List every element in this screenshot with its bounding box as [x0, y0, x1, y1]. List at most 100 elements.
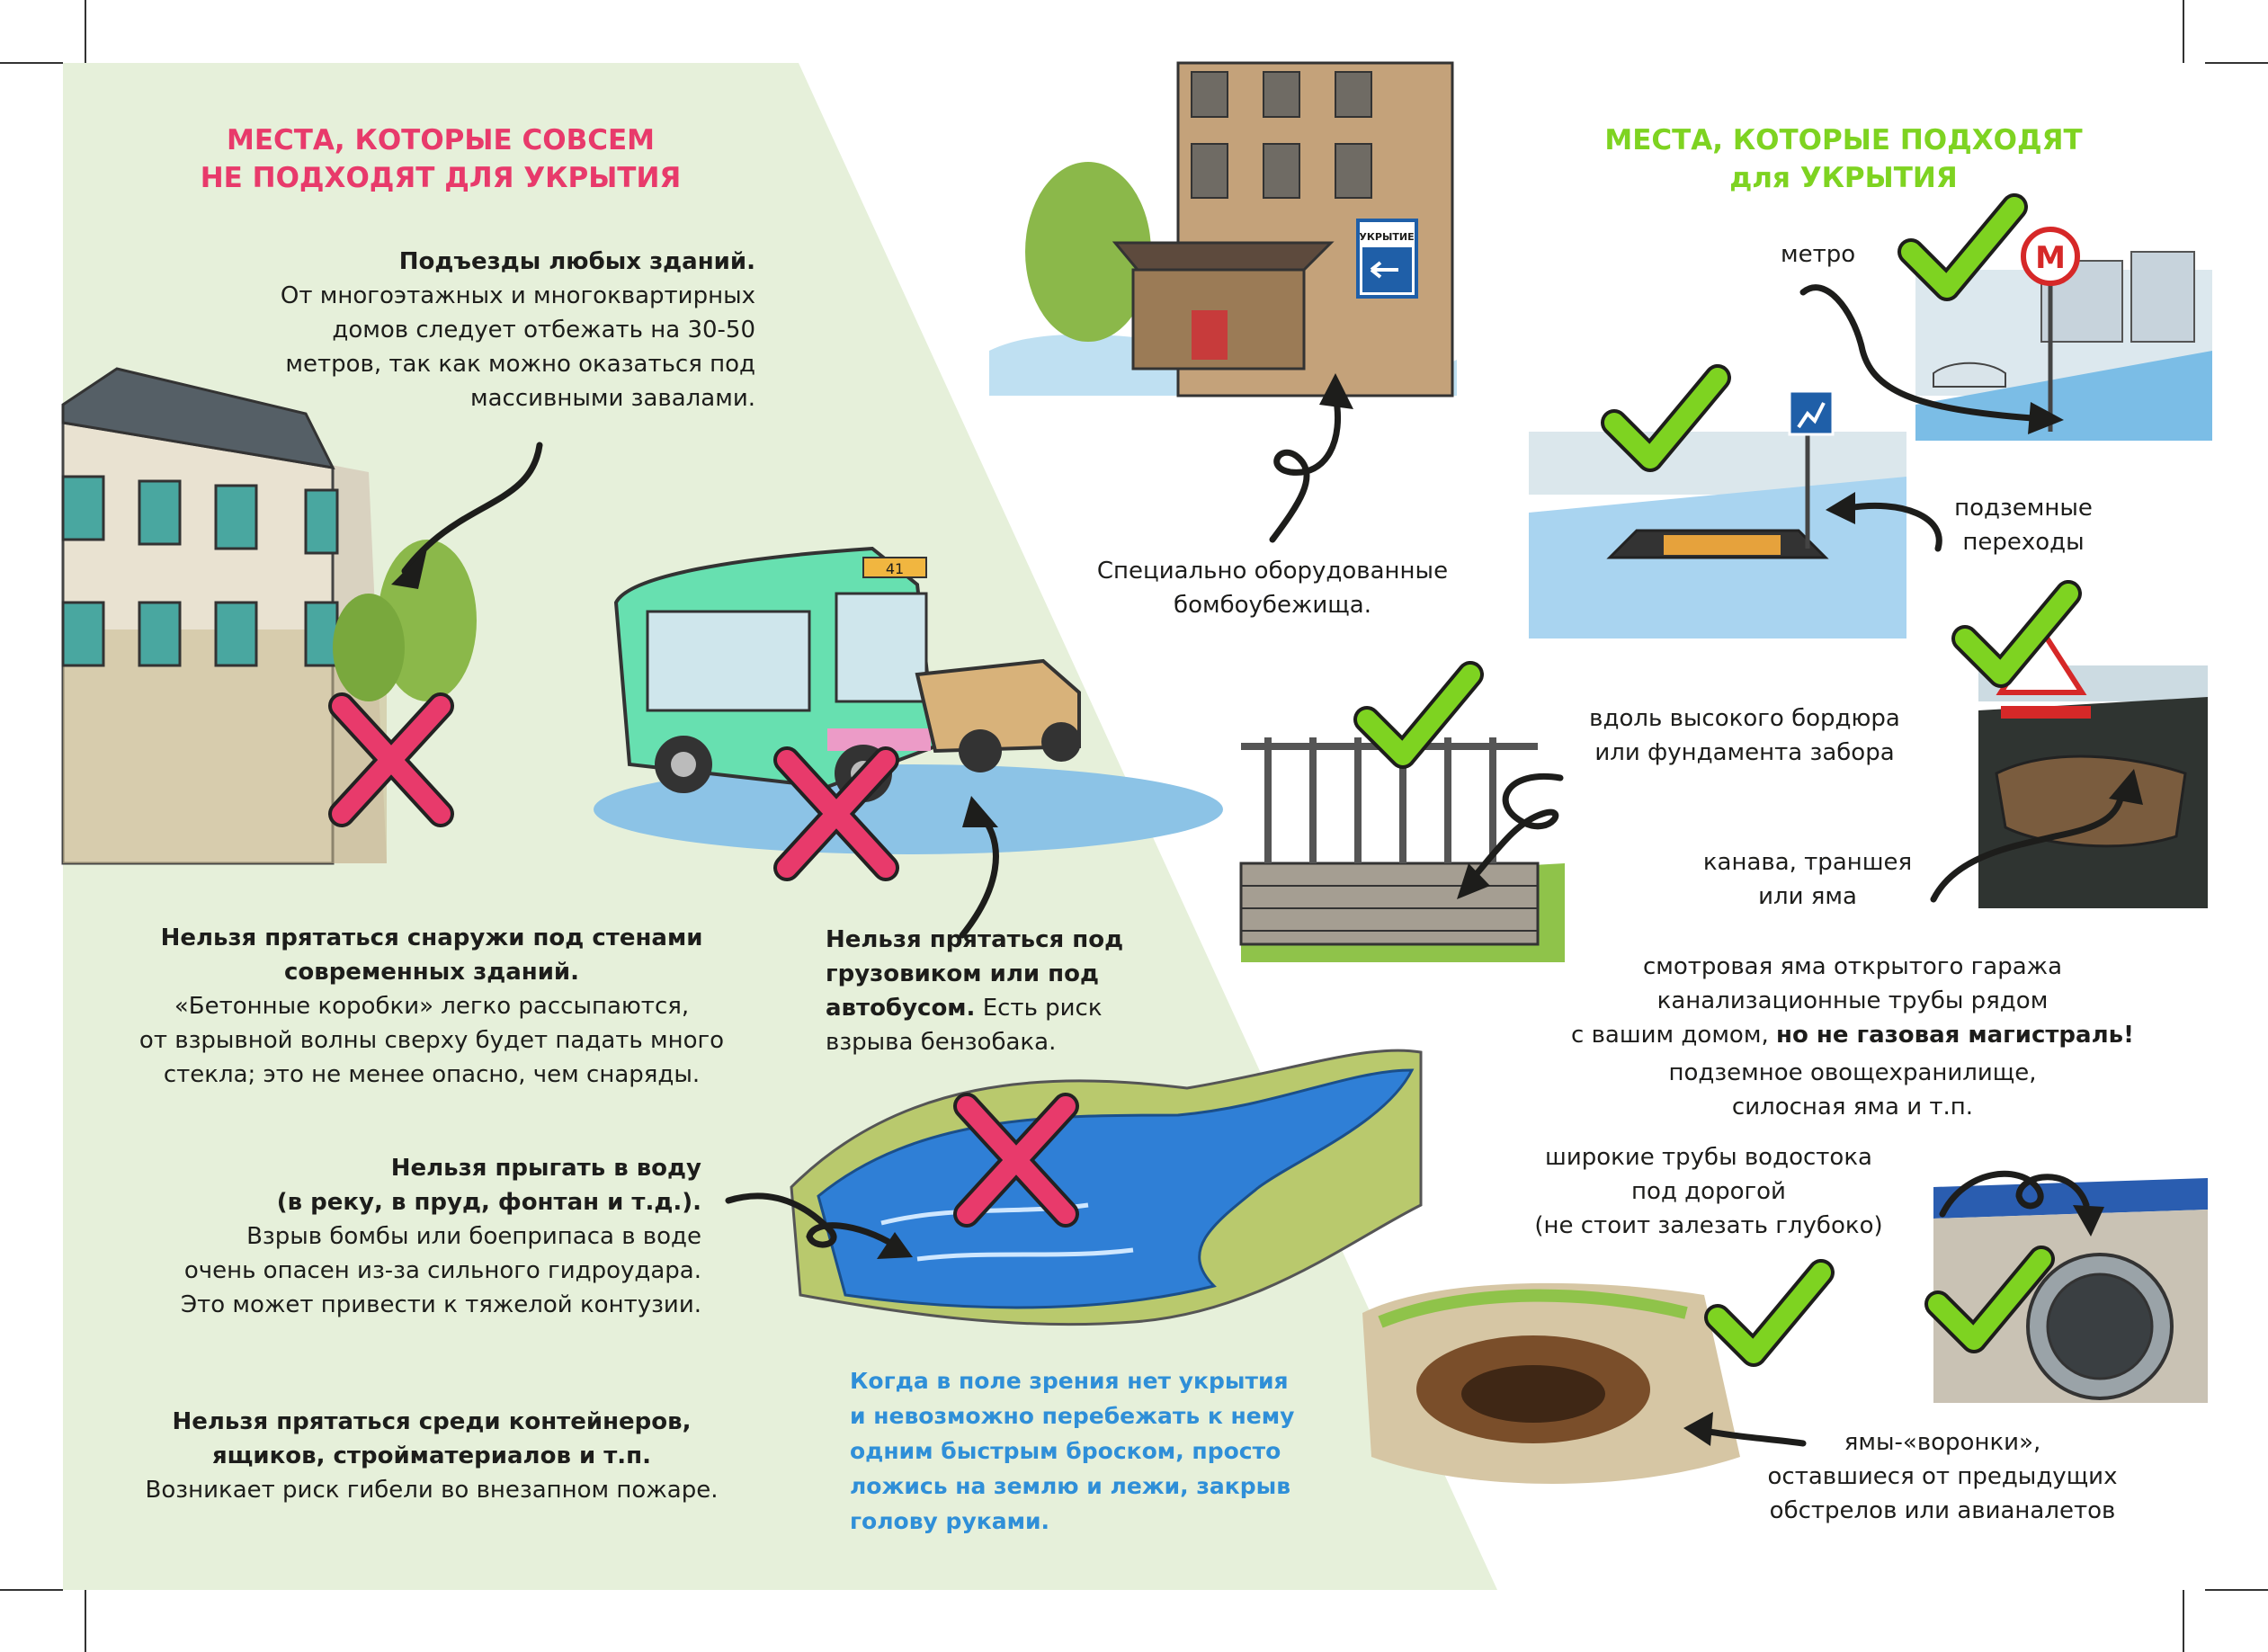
- curved-arrow-icon: [1930, 769, 2143, 903]
- right-title-line-1: МЕСТА, КОТОРЫЕ ПОДХОДЯТ: [1604, 124, 2083, 156]
- drain-pipe-illustration: [1933, 1178, 2208, 1403]
- water-line: очень опасен из-за сильного гидроудара.: [183, 1257, 701, 1284]
- cross-mark-icon: [953, 1093, 1079, 1228]
- curved-arrow-icon: [1457, 773, 1564, 899]
- metro-sign-letter: M: [2035, 240, 2066, 276]
- water-line: Взрыв бомбы или боеприпаса в воде: [246, 1223, 701, 1250]
- modern-building-illustration: [61, 367, 477, 865]
- garage-line: канализационные трубы рядом: [1656, 987, 2049, 1014]
- walls-heading: современных зданий.: [283, 959, 580, 986]
- curved-arrow-icon: [1683, 1412, 1807, 1447]
- water-heading: (в реку, в пруд, фонтан и т.д.).: [276, 1189, 701, 1216]
- pipes-caption: широкие трубы водостока под дорогой (не …: [1520, 1140, 1897, 1243]
- curved-arrow-icon: [725, 1192, 913, 1259]
- curb-line: вдоль высокого бордюра: [1589, 705, 1900, 732]
- walls-block: Нельзя прятаться снаружи под стенами сов…: [108, 921, 755, 1092]
- garage-line: смотровая яма открытого гаража: [1642, 953, 2063, 980]
- entrances-block: Подъезды любых зданий. От многоэтажных и…: [225, 245, 755, 415]
- water-block: Нельзя прыгать в воду (в реку, в пруд, ф…: [153, 1151, 701, 1322]
- left-title-line-1: МЕСТА, КОТОРЫЕ СОВСЕМ: [227, 124, 655, 156]
- walls-line: «Бетонные коробки» легко рассыпаются,: [174, 993, 690, 1020]
- craters-line: ямы-«воронки»,: [1844, 1429, 2041, 1456]
- left-section-title: МЕСТА, КОТОРЫЕ СОВСЕМ НЕ ПОДХОДЯТ ДЛЯ УК…: [162, 121, 719, 197]
- right-section-title: МЕСТА, КОТОРЫЕ ПОДХОДЯТ для УКРЫТИЯ: [1547, 121, 2140, 197]
- garage-line: подземное овощехранилище,: [1668, 1059, 2037, 1086]
- entrances-line: массивными завалами.: [469, 385, 755, 412]
- check-mark-icon: [1704, 1259, 1835, 1367]
- containers-heading: Нельзя прятаться среди контейнеров,: [172, 1408, 692, 1435]
- underpass-illustration: [1529, 389, 1906, 638]
- metro-label: метро: [1781, 241, 1856, 268]
- truck-line: взрыва бензобака.: [826, 1029, 1057, 1056]
- walls-line: стекла; это не менее опасно, чем снаряды…: [163, 1061, 701, 1088]
- truck-bold-part: автобусом.: [826, 995, 976, 1022]
- curved-arrow-icon: [1826, 492, 1942, 552]
- containers-heading: ящиков, стройматериалов и т.п.: [211, 1442, 652, 1469]
- shelter-line: бомбоубежища.: [1174, 592, 1371, 619]
- curb-caption: вдоль высокого бордюра или фундамента за…: [1583, 701, 1906, 770]
- garage-line: силосная яма и т.п.: [1731, 1094, 1974, 1121]
- craters-line: обстрелов или авианалетов: [1769, 1497, 2116, 1524]
- river-illustration: [790, 1049, 1423, 1326]
- pipes-line: широкие трубы водостока: [1545, 1144, 1872, 1171]
- shelter-line: Специально оборудованные: [1096, 558, 1449, 585]
- curved-arrow-icon: [1799, 284, 2064, 434]
- lie-down-note: Когда в поле зрения нет укрытия и невозм…: [850, 1363, 1353, 1539]
- truck-block: Нельзя прятаться под грузовиком или под …: [826, 923, 1203, 1059]
- entrances-line: домов следует отбежать на 30-50: [332, 317, 755, 344]
- garage-block: смотровая яма открытого гаража канализац…: [1529, 950, 2176, 1124]
- bomb-shelter-illustration: УКРЫТИЕ: [989, 61, 1457, 397]
- containers-block: Нельзя прятаться среди контейнеров, ящик…: [117, 1405, 746, 1507]
- check-mark-icon: [1353, 661, 1484, 769]
- check-mark-icon: [1897, 193, 2028, 301]
- crater-illustration: [1362, 1282, 1740, 1484]
- underpass-caption: подземные переходы: [1933, 491, 2113, 559]
- left-title-line-2: НЕ ПОДХОДЯТ ДЛЯ УКРЫТИЯ: [200, 162, 682, 194]
- garage-line: с вашим домом, но не газовая магистраль!: [1529, 1018, 2176, 1052]
- entrances-line: метров, так как можно оказаться под: [285, 351, 755, 378]
- fence-illustration: [1239, 737, 1565, 962]
- curb-line: или фундамента забора: [1594, 739, 1895, 766]
- cross-mark-icon: [328, 692, 454, 827]
- shelter-sign-label: УКРЫТИЕ: [1359, 231, 1414, 243]
- roadwork-ditch-illustration: [1978, 624, 2208, 908]
- craters-line: оставшиеся от предыдущих: [1767, 1463, 2118, 1490]
- garage-normal-part: с вашим домом,: [1571, 1022, 1776, 1049]
- underpass-line: подземные: [1954, 495, 2093, 522]
- truck-rest: Есть риск: [975, 995, 1103, 1022]
- truck-line: автобусом. Есть риск: [826, 991, 1203, 1025]
- truck-heading: грузовиком или под: [826, 960, 1099, 987]
- curved-arrow-icon: [959, 796, 999, 939]
- check-mark-icon: [1951, 580, 2082, 688]
- note-line: и невозможно перебежать к нему: [850, 1403, 1295, 1429]
- note-line: голову руками.: [850, 1508, 1050, 1534]
- bus-route-number: 41: [886, 560, 904, 577]
- ditch-caption: канава, траншея или яма: [1682, 845, 1933, 914]
- pipes-line: под дорогой: [1631, 1178, 1786, 1205]
- shelter-caption: Специально оборудованные бомбоубежища.: [1061, 554, 1484, 622]
- underpass-line: переходы: [1962, 529, 2085, 556]
- check-mark-icon: [1924, 1246, 2055, 1353]
- metro-entrance-illustration: M: [1915, 227, 2212, 441]
- craters-caption: ямы-«воронки», оставшиеся от предыдущих …: [1754, 1425, 2131, 1528]
- note-line: ложись на землю и лежи, закрыв: [850, 1473, 1291, 1499]
- note-line: Когда в поле зрения нет укрытия: [850, 1368, 1289, 1394]
- check-mark-icon: [1601, 364, 1731, 472]
- walls-line: от взрывной волны сверху будет падать мн…: [138, 1027, 725, 1054]
- cross-mark-icon: [773, 746, 899, 881]
- note-line: одним быстрым броском, просто: [850, 1438, 1281, 1464]
- truck-heading: Нельзя прятаться под: [826, 926, 1124, 953]
- walls-heading: Нельзя прятаться снаружи под стенами: [160, 924, 703, 951]
- curved-arrow-icon: [391, 442, 543, 589]
- water-line: Это может привести к тяжелой контузии.: [180, 1291, 701, 1318]
- containers-line: Возникает риск гибели во внезапном пожар…: [145, 1477, 719, 1504]
- ditch-line: или яма: [1758, 883, 1857, 910]
- ditch-line: канава, траншея: [1702, 849, 1913, 876]
- entrances-heading: Подъезды любых зданий.: [398, 248, 755, 275]
- pipes-line: (не стоит залезать глубоко): [1534, 1212, 1883, 1239]
- right-title-line-2: для УКРЫТИЯ: [1729, 162, 1958, 194]
- water-heading: Нельзя прыгать в воду: [390, 1155, 701, 1182]
- entrances-line: От многоэтажных и многоквартирных: [280, 282, 755, 309]
- curved-arrow-icon: [1939, 1170, 2104, 1237]
